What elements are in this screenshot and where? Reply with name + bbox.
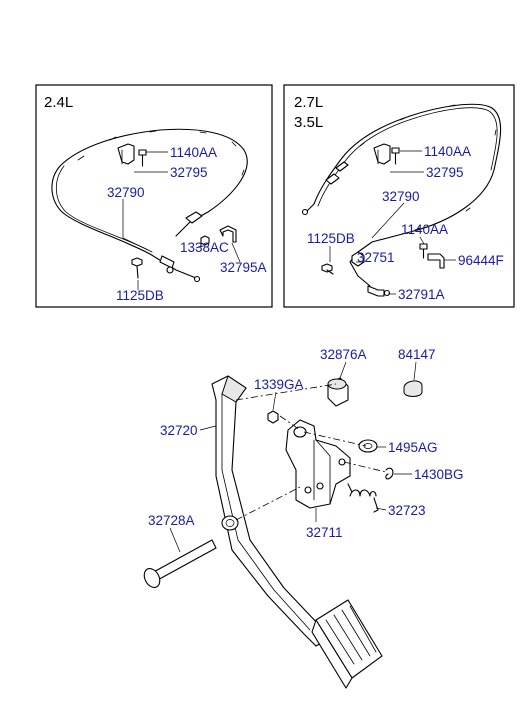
label-84147: 84147: [398, 347, 436, 362]
cable-32790-left: [51, 128, 248, 283]
bracket-32711: [285, 419, 351, 509]
pedal-assembly: 32876A 84147 1339GA 32720 1495AG 1430BG …: [143, 347, 464, 689]
pin-32728A: [143, 539, 217, 588]
label-32711: 32711: [306, 525, 343, 540]
label-32728A: 32728A: [148, 513, 195, 528]
bracket-32795-right: [373, 143, 391, 165]
label-32795A: 32795A: [220, 260, 267, 275]
bolt-1125DB-left: [131, 257, 143, 279]
bracket-32795A: [219, 225, 237, 243]
bolt-1140AA-right-top: [391, 147, 400, 165]
label-32720: 32720: [160, 423, 198, 438]
panel-2-7l-title-line1: 2.7L: [294, 94, 323, 111]
bracket-96444F: [427, 253, 445, 269]
washer-1495AG: [358, 439, 378, 453]
bolt-1140AA-left: [138, 149, 147, 167]
bushing-32876A: [327, 377, 349, 407]
panel-2-4l-frame: [35, 84, 273, 308]
label-1140AA-right-top: 1140AA: [424, 144, 471, 159]
label-32751: 32751: [357, 250, 395, 265]
pedal-pad: [311, 599, 383, 689]
panel-2-4l: 2.4L: [35, 84, 273, 308]
label-1430BG: 1430BG: [414, 467, 464, 482]
panel-2-7l-3-5l: 2.7L 3.5L: [283, 84, 515, 308]
panel-2-4l-title: 2.4L: [44, 94, 73, 111]
nut-1339GA: [267, 410, 279, 424]
label-32723: 32723: [388, 503, 426, 518]
nut-1338AC: [200, 235, 210, 246]
spring-32723: [347, 483, 379, 513]
label-32795-right: 32795: [426, 165, 464, 180]
bracket-32795-left: [117, 143, 135, 165]
label-1140AA-right-mid: 1140AA: [401, 222, 448, 237]
label-1140AA-left: 1140AA: [170, 145, 217, 160]
label-32790-right: 32790: [382, 189, 420, 204]
label-32791A: 32791A: [398, 287, 445, 302]
label-1338AC: 1338AC: [180, 240, 229, 255]
bolt-1125DB-right: [321, 263, 334, 275]
label-96444F: 96444F: [458, 253, 504, 268]
label-1125DB-left: 1125DB: [116, 288, 164, 303]
label-32790-left: 32790: [107, 185, 145, 200]
clip-1430BG: [385, 467, 394, 480]
bolt-1140AA-right-mid: [419, 243, 428, 259]
panel-2-7l-frame: [283, 84, 515, 308]
cap-84147: [403, 380, 423, 397]
label-1125DB-right: 1125DB: [307, 231, 355, 246]
label-1339GA: 1339GA: [254, 377, 304, 392]
label-32795-left: 32795: [170, 165, 208, 180]
label-32876A: 32876A: [320, 347, 367, 362]
label-1495AG: 1495AG: [388, 440, 438, 455]
panel-2-7l-title-line2: 3.5L: [294, 114, 323, 131]
